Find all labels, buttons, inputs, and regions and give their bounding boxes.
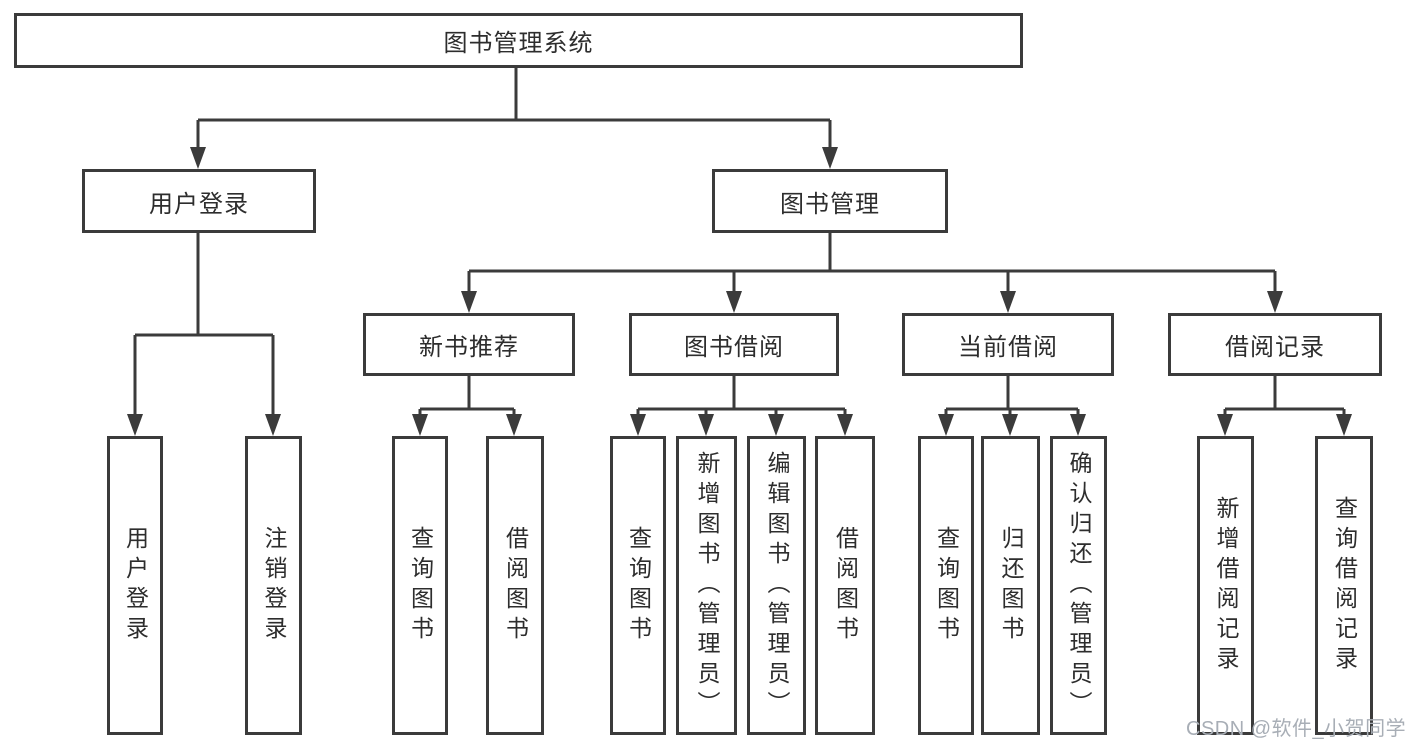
leaf-borrow-books: 借阅图书 (815, 436, 875, 735)
node-current-borrow: 当前借阅 (902, 313, 1114, 376)
leaf-edit-books-admin: 编辑图书（管理员） (747, 436, 806, 735)
leaf-logout: 注销登录 (245, 436, 302, 735)
node-root: 图书管理系统 (14, 13, 1023, 68)
tree-edges (133, 68, 1346, 418)
leaf-query-borrow-record: 查询借阅记录 (1315, 436, 1373, 735)
node-book-management: 图书管理 (712, 169, 948, 233)
node-user-login: 用户登录 (82, 169, 316, 233)
leaf-query-books-recommend: 查询图书 (392, 436, 448, 735)
leaf-query-books-current: 查询图书 (918, 436, 974, 735)
node-borrow-records: 借阅记录 (1168, 313, 1382, 376)
csdn-watermark: CSDN @软件_小贺同学 (1186, 718, 1405, 740)
leaf-query-books-borrow: 查询图书 (610, 436, 666, 735)
node-book-borrow: 图书借阅 (629, 313, 839, 376)
leaf-add-books-admin: 新增图书（管理员） (676, 436, 737, 735)
node-new-book-recommend: 新书推荐 (363, 313, 575, 376)
leaf-return-books: 归还图书 (981, 436, 1040, 735)
leaf-confirm-return-admin: 确认归还（管理员） (1050, 436, 1107, 735)
leaf-user-login: 用户登录 (107, 436, 163, 735)
leaf-add-borrow-record: 新增借阅记录 (1197, 436, 1254, 735)
leaf-borrow-books-recommend: 借阅图书 (486, 436, 544, 735)
arrowheads (127, 147, 1352, 436)
